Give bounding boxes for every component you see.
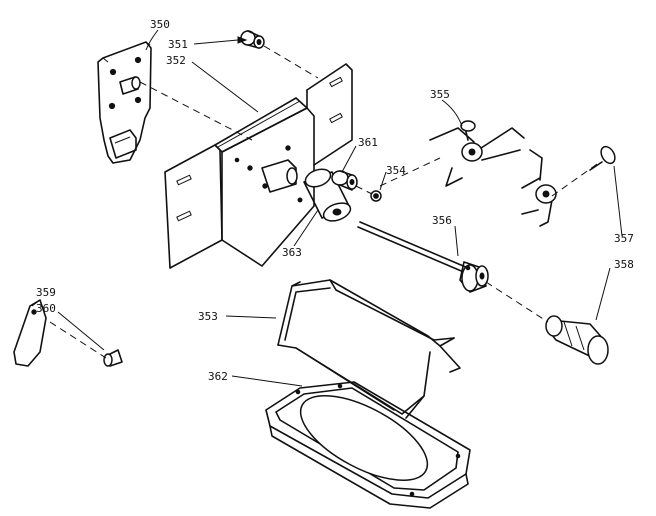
leader-lines (31, 29, 623, 387)
callout-358: 358 (614, 258, 634, 271)
part-355-spit-forks (429, 120, 557, 227)
part-360-rivet (103, 349, 123, 367)
part-357-thumb-screw (589, 145, 616, 171)
callout-labels: 350 351 352 353 354 355 356 357 358 359 … (36, 18, 634, 383)
callout-356: 356 (432, 214, 452, 227)
part-351-bushing (240, 30, 265, 49)
callout-363: 363 (282, 246, 302, 259)
part-356-spit-rod (357, 221, 489, 293)
callout-361: 361 (358, 136, 378, 149)
callout-360: 360 (36, 302, 56, 315)
callout-359: 359 (36, 286, 56, 299)
part-358-handle (545, 315, 609, 365)
callout-362: 362 (208, 370, 228, 383)
callout-350: 350 (150, 18, 170, 31)
part-362-drip-pan (265, 381, 471, 509)
callout-351: 351 (168, 38, 188, 51)
callout-353: 353 (198, 310, 218, 323)
callout-357: 357 (614, 232, 634, 245)
part-359-tab (13, 299, 47, 367)
part-361-collar (331, 170, 358, 191)
part-353-wire-support (277, 279, 461, 419)
part-350-motor-plate (97, 41, 152, 164)
callout-355: 355 (430, 88, 450, 101)
part-354-screw (370, 190, 382, 202)
part-352-bracket (164, 63, 353, 269)
callout-354: 354 (386, 164, 406, 177)
part-363-coupling (303, 168, 352, 222)
callout-352: 352 (166, 54, 186, 67)
assembly-lines (49, 45, 601, 359)
